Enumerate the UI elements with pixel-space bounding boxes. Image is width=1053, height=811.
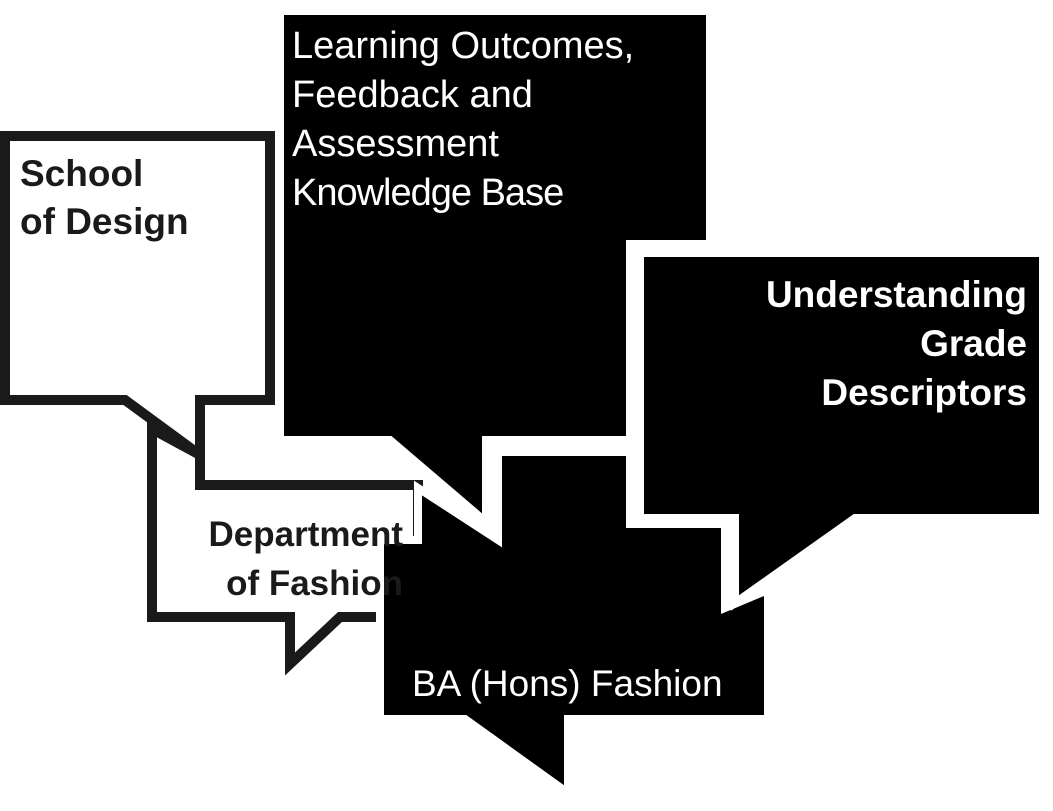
learning-outcomes-line-1: Learning Outcomes, [292,25,635,67]
learning-outcomes-line-3: Assessment [292,123,499,165]
grade-descriptors-bubble [636,249,1047,611]
department-label-line-2: of Fashion [226,564,403,603]
school-label-line-2: of Design [20,201,189,242]
grade-descriptors-label: Understanding Grade Descriptors [766,270,1027,417]
school-bubble [0,131,275,465]
grade-descriptors-line-3: Descriptors [821,372,1027,413]
course-label: BA (Hons) Fashion [412,663,723,704]
knowledge-base-subtitle: Knowledge Base [292,172,564,214]
learning-outcomes-label: Learning Outcomes, Feedback and Assessme… [292,22,634,218]
course-bubble [376,448,772,801]
learning-outcomes-line-2: Feedback and [292,74,533,116]
school-label: School of Design [20,150,189,246]
grade-descriptors-line-1: Understanding [765,274,1027,315]
grade-descriptors-line-2: Grade [920,323,1027,364]
department-label-line-1: Department [208,515,403,554]
department-label: Department of Fashion [209,510,403,608]
learning-outcomes-bubble [276,7,714,531]
school-label-line-1: School [20,153,144,194]
